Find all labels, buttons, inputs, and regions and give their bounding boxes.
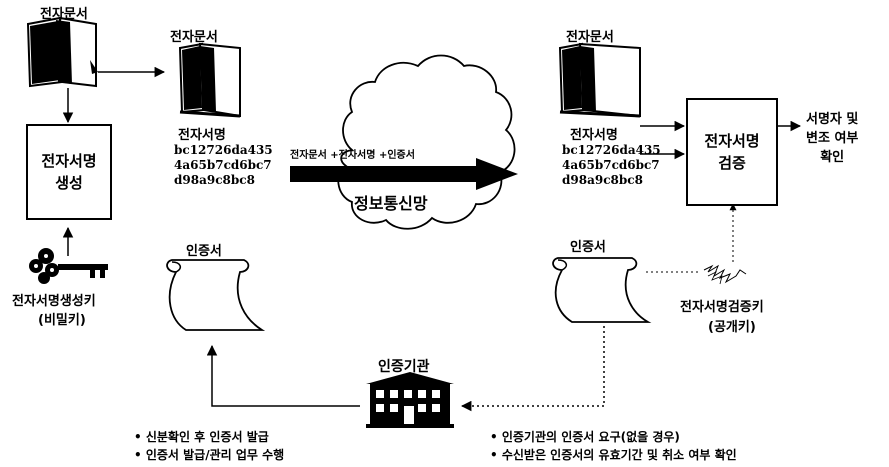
verification-result-label: 서명자 및 변조 여부 확인 xyxy=(806,112,859,165)
ca-right-note-1: • 인증기관의 인증서 요구(없을 경우) xyxy=(490,430,680,444)
middle-document-label: 전자문서 xyxy=(170,30,218,45)
public-key-icon xyxy=(703,264,747,285)
public-key-sublabel: (공개키) xyxy=(708,320,756,335)
network-cloud-icon xyxy=(337,54,516,230)
network-label: 정보통신망 xyxy=(354,194,428,213)
ca-left-note-1: • 신분확인 후 인증서 발급 xyxy=(134,430,269,444)
private-key-label: 전자서명생성키 xyxy=(12,294,96,309)
ca-left-note-2: • 인증서 발급/관리 업무 수행 xyxy=(134,448,285,462)
transmission-label: 전자문서 +전자서명 +인증서 xyxy=(290,150,415,161)
destination-certificate-label: 인증서 xyxy=(570,240,606,255)
source-document-label: 전자문서 xyxy=(40,7,88,22)
transmission-arrow xyxy=(290,158,518,190)
middle-document-icon xyxy=(178,42,241,118)
signature-generation-box: 전자서명 생성 xyxy=(26,124,112,220)
middle-signature-value: bc12726da435 4a65b7cd6bc7 d98a9c8bc8 xyxy=(174,143,273,187)
destination-signature-title: 전자서명 xyxy=(570,128,618,143)
signature-verification-box: 전자서명 검증 xyxy=(686,98,778,206)
ca-title: 인증기관 xyxy=(378,359,430,375)
destination-signature-value: bc12726da435 4a65b7cd6bc7 d98a9c8bc8 xyxy=(562,143,661,187)
middle-certificate-icon xyxy=(166,259,266,331)
arrow-ca-to-certificate xyxy=(206,344,360,407)
destination-certificate-icon xyxy=(552,257,652,323)
public-key-label: 전자서명검증키 xyxy=(680,300,764,315)
private-key-icon xyxy=(29,248,108,284)
ca-building-icon xyxy=(366,372,454,428)
destination-document-label: 전자문서 xyxy=(566,30,614,45)
destination-document-icon xyxy=(558,42,641,118)
middle-certificate-label: 인증서 xyxy=(186,244,222,259)
dotted-cert-to-ca xyxy=(460,326,605,412)
private-key-sublabel: (비밀키) xyxy=(38,313,86,328)
ca-right-note-2: • 수신받은 인증서의 유효기간 및 취소 여부 확인 xyxy=(490,448,737,462)
middle-signature-title: 전자서명 xyxy=(178,128,226,143)
source-document-icon xyxy=(26,16,98,88)
